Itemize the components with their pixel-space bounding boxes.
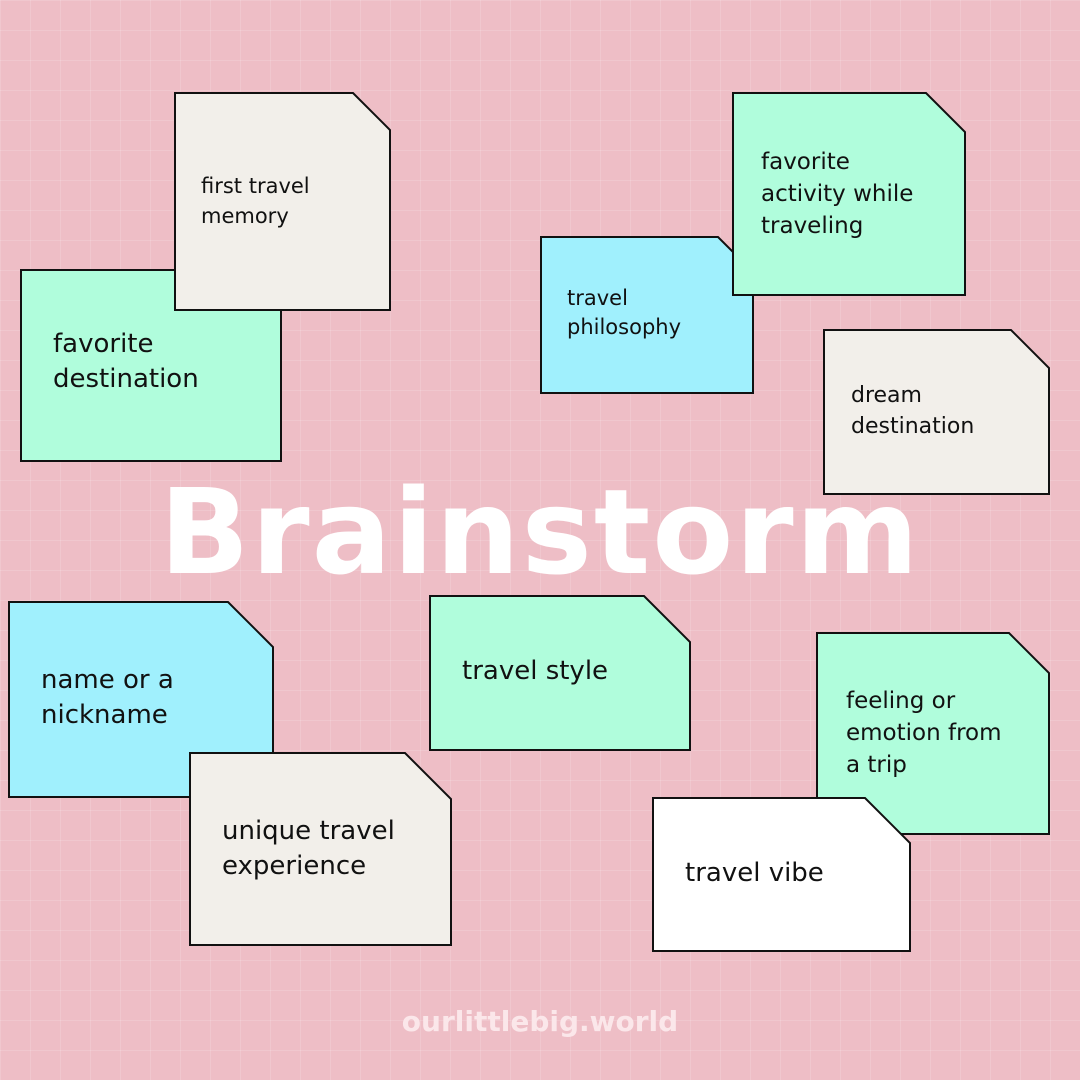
- sticky-note-favorite-destination: favorite destination: [20, 269, 282, 462]
- note-shape: [540, 236, 754, 394]
- sticky-note-feeling-or-emotion: feeling or emotion from a trip: [816, 632, 1050, 835]
- sticky-note-favorite-activity: favorite activity while traveling: [732, 92, 966, 296]
- note-label: travel style: [462, 656, 609, 686]
- note-shape: [429, 595, 691, 751]
- note-shape: [823, 329, 1050, 495]
- footer-website: ourlittlebig.world: [401, 1005, 679, 1038]
- note-label: travel vibe: [685, 858, 824, 888]
- page-title: Brainstorm: [159, 463, 921, 601]
- note-shape: [732, 92, 966, 296]
- note-label: feeling or emotion from a trip: [846, 688, 1002, 778]
- note-label: name or a nickname: [41, 665, 174, 730]
- sticky-note-name-or-nickname: name or a nickname: [8, 601, 274, 798]
- note-label: favorite destination: [53, 329, 199, 394]
- note-shape: [174, 92, 391, 311]
- sticky-note-travel-philosophy: travel philosophy: [540, 236, 754, 394]
- sticky-note-dream-destination: dream destination: [823, 329, 1050, 495]
- note-shape: [189, 752, 452, 946]
- note-label: travel philosophy: [567, 286, 682, 339]
- note-label: favorite activity while traveling: [761, 149, 914, 239]
- sticky-note-first-travel-memory: first travel memory: [174, 92, 391, 311]
- note-label: unique travel experience: [222, 816, 395, 881]
- note-shape: [8, 601, 274, 798]
- sticky-note-unique-travel-experience: unique travel experience: [189, 752, 452, 946]
- sticky-note-travel-style: travel style: [429, 595, 691, 751]
- note-shape: [652, 797, 911, 952]
- note-label: dream destination: [851, 383, 975, 439]
- sticky-note-travel-vibe: travel vibe: [652, 797, 911, 952]
- note-label: first travel memory: [201, 174, 310, 228]
